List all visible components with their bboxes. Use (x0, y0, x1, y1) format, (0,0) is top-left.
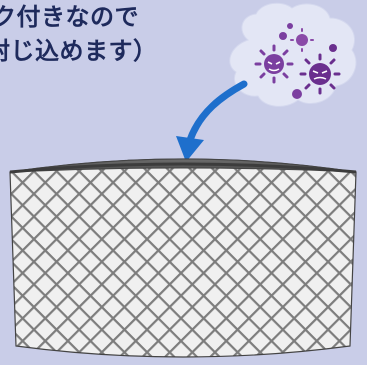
germ-icon (290, 28, 314, 52)
germ-icon (299, 53, 341, 95)
germ-dot (287, 23, 293, 29)
germ-cloud-icon (229, 2, 357, 107)
caption-text: ク付きなので 封じ込めます） (0, 0, 260, 68)
germ-dot (329, 44, 337, 52)
curved-arrow-icon (176, 80, 248, 162)
germ-dot (292, 89, 302, 99)
caption-line-2: 封じ込めます） (0, 37, 158, 65)
mesh-filter-icon (9, 158, 357, 358)
germ-icon (254, 44, 294, 84)
germ-dot (279, 32, 287, 40)
caption-line-1: ク付きなので (0, 3, 139, 31)
